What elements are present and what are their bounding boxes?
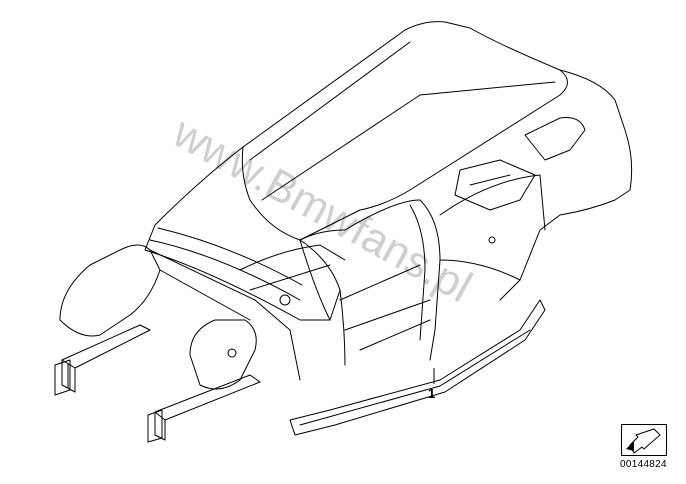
part-number-label: 1 [428, 386, 436, 401]
front-rail-left-bracket [54, 359, 71, 396]
windshield-frame [144, 146, 331, 321]
car-body-shell [54, 21, 633, 443]
rear-floor [454, 159, 536, 211]
rear-quarter [499, 69, 633, 301]
front-rail-left [61, 324, 151, 393]
rear-door-opening [439, 174, 546, 281]
front-left-strut [59, 244, 161, 337]
sill-line [299, 329, 531, 426]
floor-hole [279, 294, 291, 306]
a-pillar [299, 229, 346, 321]
front-rail-right [154, 374, 261, 441]
rear-window-opening [524, 117, 586, 161]
dash-cowl [149, 227, 303, 301]
floor-hole [227, 348, 237, 358]
b-pillar [409, 199, 441, 361]
front-rail-right-bracket [147, 409, 163, 443]
side-sill [289, 299, 546, 436]
image-id-label: 00144824 [620, 459, 667, 470]
front-door-opening [339, 199, 421, 366]
watermark: www.Bmwfans.pl [164, 107, 479, 312]
firewall [149, 249, 301, 381]
front-right-strut [189, 319, 257, 390]
reference-box [621, 424, 667, 456]
floor-hole [488, 236, 496, 244]
floor-pan [239, 244, 431, 351]
roof-panel [241, 21, 568, 241]
roof-rail-line [249, 41, 556, 201]
